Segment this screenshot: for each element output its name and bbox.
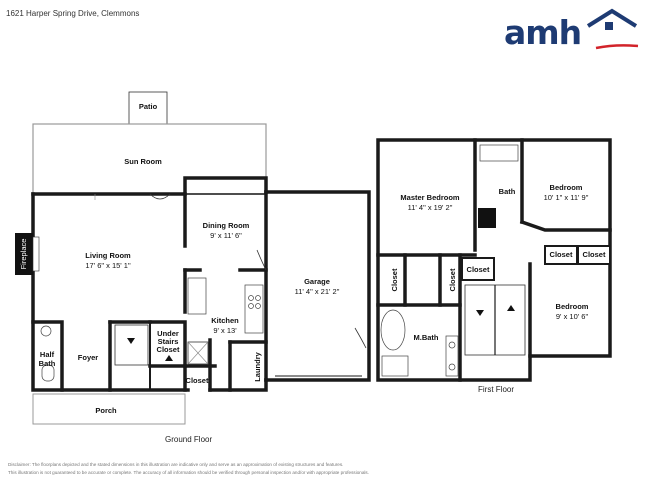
- label-half-bath-2: Bath: [39, 359, 56, 368]
- label-bedroom-2: Bedroom: [556, 302, 589, 311]
- label-laundry: Laundry: [253, 351, 262, 381]
- ground-floor-label: Ground Floor: [165, 435, 213, 444]
- label-dining-room: Dining Room: [203, 221, 250, 230]
- label-kitchen: Kitchen: [211, 316, 239, 325]
- fireplace-block: [15, 233, 33, 275]
- label-garage: Garage: [304, 277, 330, 286]
- label-closet-c: Closet: [467, 265, 490, 274]
- label-fireplace: Fireplace: [19, 239, 28, 270]
- label-under-stairs-3: Closet: [157, 345, 180, 354]
- label-half-bath-1: Half: [40, 350, 55, 359]
- dims-master-bedroom: 11' 4" x 19' 2": [408, 203, 453, 212]
- first-floor-label: First Floor: [478, 385, 514, 394]
- amh-logo: amh: [504, 6, 640, 54]
- dims-dining-room: 9' x 11' 6": [210, 231, 242, 240]
- label-master-bath: M.Bath: [414, 333, 439, 342]
- label-under-stairs-2: Stairs: [158, 337, 179, 346]
- label-master-bedroom: Master Bedroom: [400, 193, 460, 202]
- disclaimer-line-1: Disclaimer: The floorplans depicted and …: [8, 462, 344, 467]
- disclaimer-line-2: This illustration is not guaranteed to b…: [8, 470, 369, 475]
- label-closet-d: Closet: [390, 268, 399, 291]
- label-bath: Bath: [499, 187, 516, 196]
- label-porch: Porch: [95, 406, 117, 415]
- label-foyer: Foyer: [78, 353, 99, 362]
- first-floor-plan: [376, 138, 612, 382]
- label-sun-room: Sun Room: [124, 157, 162, 166]
- label-patio: Patio: [139, 102, 158, 111]
- label-closet: Closet: [186, 376, 209, 385]
- label-bedroom-1: Bedroom: [550, 183, 583, 192]
- ground-floor-plan: [15, 91, 371, 425]
- label-closet-e: Closet: [448, 268, 457, 291]
- dims-kitchen: 9' x 13': [213, 326, 237, 335]
- dims-living-room: 17' 6" x 15' 1": [85, 261, 131, 270]
- logo-text: amh: [504, 13, 582, 52]
- dims-garage: 11' 4" x 21' 2": [295, 287, 340, 296]
- label-closet-a: Closet: [550, 250, 573, 259]
- label-under-stairs-1: Under: [157, 329, 179, 338]
- property-address: 1621 Harper Spring Drive, Clemmons: [6, 9, 140, 18]
- label-closet-b: Closet: [583, 250, 606, 259]
- house-roof-icon: [586, 8, 639, 50]
- dims-bedroom-1: 10' 1" x 11' 9": [544, 193, 589, 202]
- label-living-room: Living Room: [85, 251, 131, 260]
- dims-bedroom-2: 9' x 10' 6": [556, 312, 589, 321]
